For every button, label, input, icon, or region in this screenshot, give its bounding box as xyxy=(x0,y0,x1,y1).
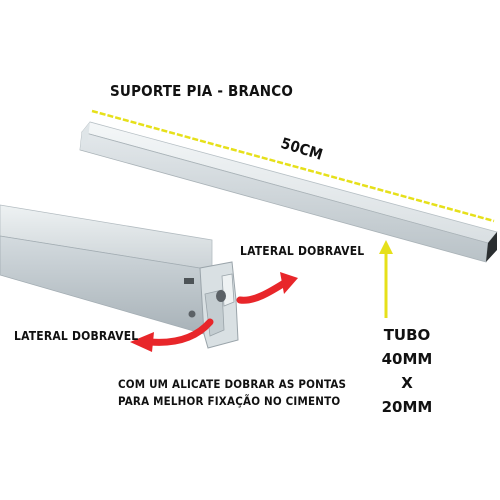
tube-spec-line-4: 20MM xyxy=(381,398,433,416)
lateral-label-left: LATERAL DOBRAVEL xyxy=(14,329,139,343)
measure-line xyxy=(91,109,495,223)
lateral-label-right: LATERAL DOBRAVEL xyxy=(240,244,365,258)
tube-spec-line-1: TUBO xyxy=(383,326,431,344)
arrow-left xyxy=(146,318,214,346)
long-tube xyxy=(79,121,498,263)
instruction-line-2: PARA MELHOR FIXAÇÃO NO CIMENTO xyxy=(118,394,341,408)
short-bracket xyxy=(0,204,239,349)
tube-spec-line-2: 40MM xyxy=(381,350,433,368)
arrow-right xyxy=(236,278,290,304)
pointer-arrow-head xyxy=(379,240,393,254)
instruction-line-1: COM UM ALICATE DOBRAR AS PONTAS xyxy=(118,377,347,391)
page-title: SUPORTE PIA - BRANCO xyxy=(110,82,294,100)
tube-spec-line-3: X xyxy=(401,374,413,392)
